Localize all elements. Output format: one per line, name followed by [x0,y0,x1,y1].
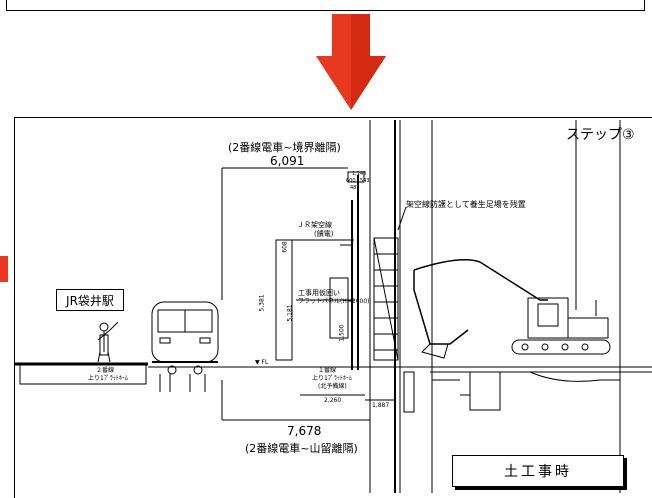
track2-label: ２番線 [96,367,115,374]
dim-543: 543 [360,178,370,184]
fl-mark: ▼ FL [255,359,269,366]
temp-fence-sub: フラットパネル(H=2000) [298,298,370,305]
temp-fence-label: 工事用仮囲い [298,289,340,297]
dim-600: 600 [346,178,356,184]
dim-1143: 1,143 [352,171,367,177]
track1-label: １番線 [318,367,337,374]
dim-608: 608 [281,241,289,253]
phase-sign: 土工事時 [452,455,624,487]
down-arrow-icon [316,14,386,110]
side-marker [0,256,8,282]
dim-1887: 1,887 [372,402,390,409]
dim-483: 483 [350,185,360,191]
dim-1500: 1,500 [338,324,346,342]
bottom-dimension: 7,678 [287,424,322,438]
track2-sub: 上り1ﾌﾟﾗｯﾄﾎｰﾑ [88,375,128,382]
jr-overhead-sub: (饋電) [314,230,334,238]
top-heading: (2番線電車~境界離隔) [228,141,341,154]
bottom-heading: (2番線電車~山留離隔) [245,442,358,455]
jr-overhead-label: ＪＲ架空線 [297,221,332,229]
dim-2260: 2,260 [324,397,342,404]
upper-panel-border [6,0,645,11]
track1-sub2: (北予備線) [318,383,347,390]
scaffold-note: 架空線防護として養生足場を残置 [406,200,526,209]
drawing-frame [14,117,652,498]
step-label: ステップ③ [566,127,635,143]
dim-5381: 5,381 [258,294,266,312]
track1-sub: 上り1ﾌﾟﾗｯﾄﾎｰﾑ [312,375,352,382]
dim-5181: 5,181 [286,304,294,322]
station-label: JR袋井駅 [56,289,124,311]
top-dimension: 6,091 [270,154,305,168]
